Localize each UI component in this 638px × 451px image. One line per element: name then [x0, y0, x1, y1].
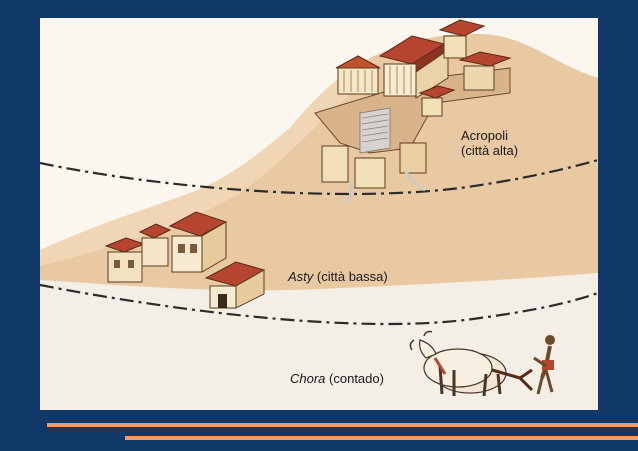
asty-buildings: [104, 211, 266, 309]
chora-label: Chora (contado): [290, 371, 384, 386]
asty-description: (città bassa): [313, 269, 388, 284]
boundary-line-lower: [40, 283, 598, 326]
hill-highlight: [40, 58, 370, 266]
acropolis-buildings: [314, 19, 512, 205]
chora-name: Chora: [290, 371, 326, 386]
asty-name: Asty: [288, 269, 314, 284]
boundary-line-upper: [40, 158, 598, 196]
acropoli-description: (città alta): [461, 143, 519, 158]
city-zones-illustration: Acropoli (città alta) Asty (città bassa)…: [40, 18, 598, 410]
asty-label: Asty (città bassa): [288, 269, 388, 284]
oxen-plough-scene: [409, 330, 555, 397]
acropoli-name: Acropoli: [461, 128, 508, 143]
chora-description: (contado): [325, 371, 384, 386]
accent-stripe-lower: [125, 436, 638, 440]
accent-stripe-upper: [47, 423, 638, 427]
illustration-canvas: [40, 18, 598, 410]
